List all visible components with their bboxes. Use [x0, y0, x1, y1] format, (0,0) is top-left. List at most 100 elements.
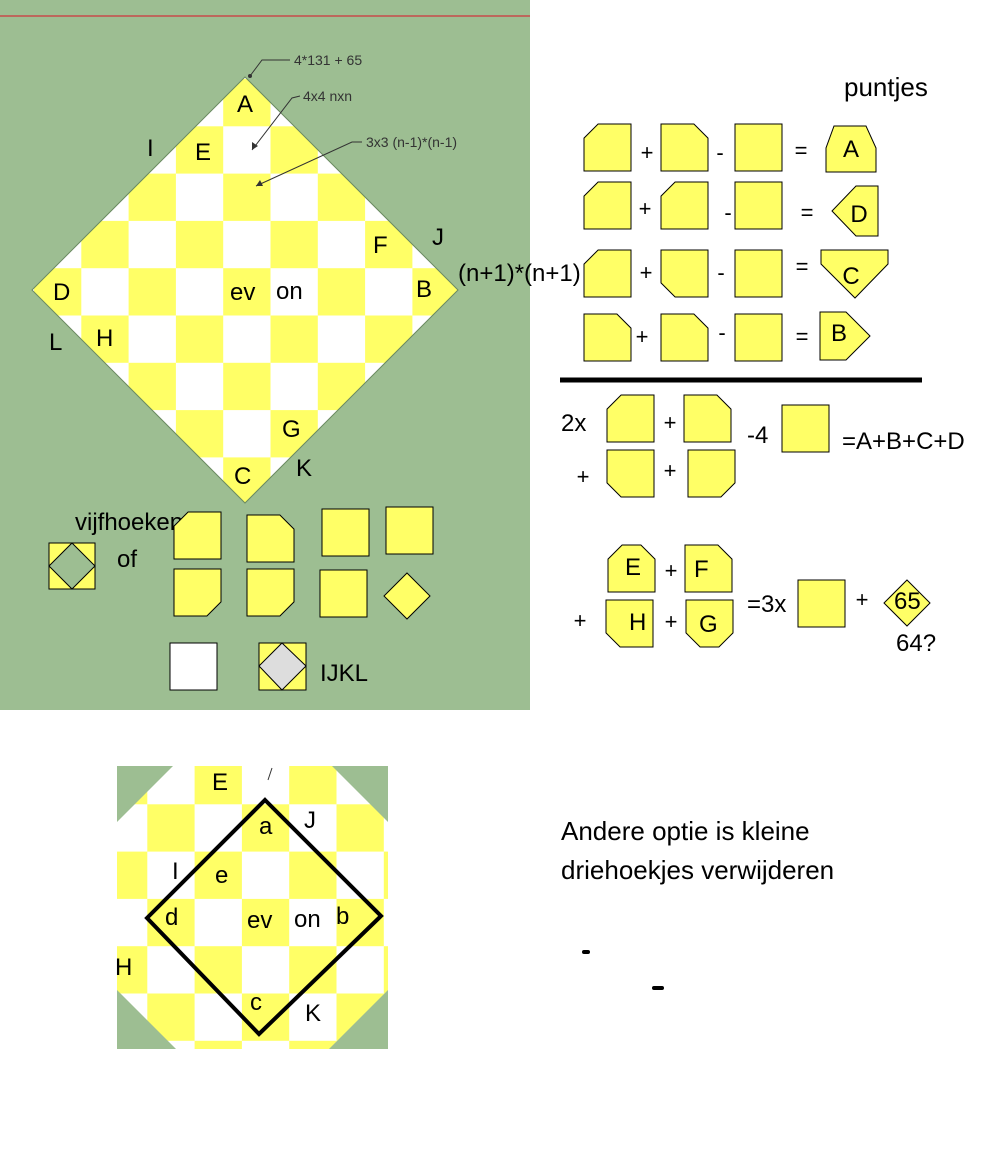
sum-tile-3 [606, 449, 655, 498]
lower-corner-bl [117, 990, 176, 1049]
operator-plus: + [577, 464, 590, 489]
legend-shapes [48, 506, 434, 691]
lower-tile [241, 898, 290, 947]
note-line-1: Andere optie is kleine [561, 816, 810, 846]
board-tile [223, 362, 271, 411]
lower-tile [383, 766, 388, 805]
lower-tile [194, 993, 243, 1042]
lower-corner-br [329, 990, 388, 1049]
stray-mark-2 [652, 986, 664, 990]
result-label-B: B [831, 320, 847, 347]
lower-a: a [259, 813, 273, 840]
board-tile [81, 268, 130, 316]
lower-K: K [305, 1000, 321, 1027]
annotation-grid-large: 4x4 nxn [303, 88, 352, 104]
sum-tile-2 [683, 394, 732, 443]
legend-white-square [169, 642, 218, 691]
eq-row1-result [825, 125, 877, 173]
lower-tile [431, 899, 479, 947]
lower-tile [147, 898, 196, 947]
board-tile [128, 315, 177, 364]
lower-tile [194, 946, 243, 994]
board-tile [270, 362, 319, 411]
lower-tile [100, 1088, 148, 1136]
lower-tile [431, 852, 479, 900]
lower-tile [336, 851, 385, 900]
label-C: C [234, 463, 251, 490]
eq-row3-square [734, 249, 783, 298]
lower-tile [289, 851, 337, 900]
annotation-grid-small: 3x3 (n-1)*(n-1) [366, 134, 457, 150]
legend-pentagon-1 [173, 511, 222, 560]
times3-square [797, 579, 846, 628]
lower-tile [431, 946, 479, 994]
label-L: L [49, 329, 62, 356]
lower-tile [242, 1088, 290, 1136]
annotation-pointers [249, 59, 362, 187]
efgh-H-tile [605, 599, 654, 648]
eq-row4-square [734, 313, 783, 362]
label-K: K [296, 455, 312, 482]
lower-tile [431, 1088, 479, 1136]
board-tile [270, 315, 319, 364]
sum-minus: -4 [747, 422, 768, 449]
eq-row2-left [583, 181, 632, 230]
question-label: 64? [896, 630, 936, 657]
efgh-H: H [629, 609, 646, 636]
lower-tile [383, 851, 388, 900]
legend-square-3 [319, 569, 368, 618]
lower-corner-tl [117, 766, 173, 822]
legend-of: of [117, 546, 137, 573]
board-tile [223, 220, 271, 269]
sum-prefix: 2x [561, 410, 586, 437]
lower-tile [383, 993, 388, 1042]
eq-row2-square [734, 181, 783, 230]
lower-tile [194, 766, 243, 805]
diamond-value: 65 [894, 588, 921, 615]
operator-equals: = [795, 138, 808, 163]
lower-tile [289, 804, 337, 853]
board-tile [223, 315, 271, 364]
equation-shapes [583, 123, 931, 648]
label-E: E [195, 139, 211, 166]
legend-square-1 [321, 508, 370, 557]
board-tile [223, 126, 271, 175]
lower-tile [194, 898, 243, 947]
lower-H: H [115, 954, 132, 981]
legend-checker-diamond [48, 542, 96, 590]
lower-tile [289, 946, 337, 994]
lower-d: d [165, 904, 178, 931]
label-I: I [147, 135, 154, 162]
board-tile [175, 220, 224, 269]
label-G: G [282, 416, 301, 443]
lower-tile [337, 1088, 385, 1136]
legend-pentagon-3 [173, 568, 222, 617]
board-tile [175, 173, 224, 222]
efgh-F-tile [684, 544, 733, 593]
legend-square-2 [385, 506, 434, 555]
operator-equals: = [796, 254, 809, 279]
label-J: J [432, 224, 444, 251]
annotation-total: 4*131 + 65 [294, 52, 362, 68]
lower-b: b [336, 903, 349, 930]
board-tile [317, 220, 366, 269]
operator-plus: + [664, 410, 677, 435]
annotation-arrowheads [248, 74, 263, 186]
lower-tile [117, 946, 148, 994]
eq-row1-left [583, 123, 632, 172]
operator-plus: + [639, 196, 652, 221]
annotation-grid-plus: (n+1)*(n+1) [458, 260, 581, 287]
lower-tile [241, 766, 290, 805]
operator-minus: - [718, 320, 725, 345]
lower-corner-tr [332, 766, 388, 822]
board-tile [270, 268, 319, 316]
lower-tile [241, 993, 290, 1042]
operator-plus: + [641, 140, 654, 165]
board-tile [128, 268, 177, 316]
lower-tile [195, 1088, 243, 1136]
operator-minus: - [716, 140, 723, 165]
operator-plus: + [665, 609, 678, 634]
operator-minus: - [724, 200, 731, 225]
